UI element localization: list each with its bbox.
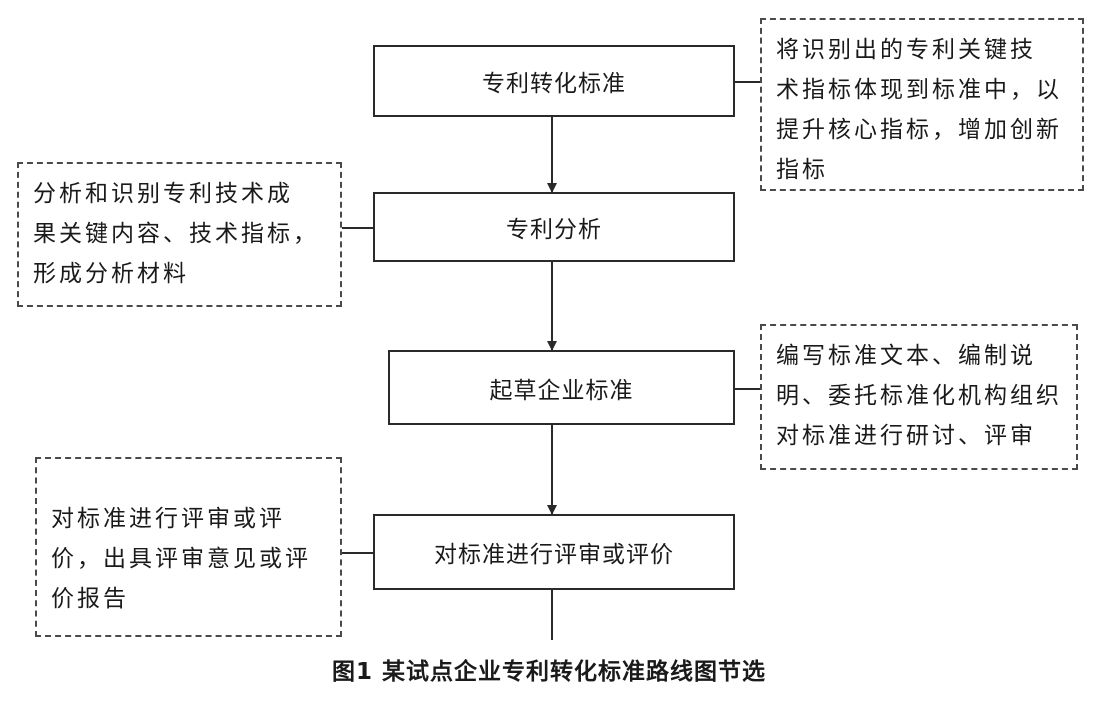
note-patent-to-standard: 将识别出的专利关键技 术指标体现到标准中，以 提升核心指标，增加创新 指标 <box>760 18 1084 191</box>
step-patent-to-standard: 专利转化标准 <box>373 45 735 117</box>
note-line: 分析和识别专利技术成 <box>33 181 293 207</box>
note-draft-standard: 编写标准文本、编制说 明、委托标准化机构组织 对标准进行研讨、评审 <box>760 324 1078 470</box>
step-draft-enterprise-standard: 起草企业标准 <box>388 350 735 425</box>
note-line: 形成分析材料 <box>33 261 189 287</box>
note-line: 指标 <box>776 157 828 183</box>
note-line: 价报告 <box>51 586 129 612</box>
note-patent-analysis: 分析和识别专利技术成 果关键内容、技术指标， 形成分析材料 <box>17 162 342 307</box>
figure-caption: 图1 某试点企业专利转化标准路线图节选 <box>331 659 766 685</box>
note-line: 价，出具评审意见或评 <box>51 546 311 572</box>
note-line: 提升核心指标，增加创新 <box>776 117 1062 143</box>
note-review: 对标准进行评审或评 价，出具评审意见或评 价报告 <box>35 457 342 637</box>
step-review-or-evaluate: 对标准进行评审或评价 <box>373 514 735 590</box>
note-line: 将识别出的专利关键技 <box>776 37 1036 63</box>
note-line: 编写标准文本、编制说 <box>776 343 1036 369</box>
step-patent-analysis: 专利分析 <box>373 192 735 262</box>
note-line: 对标准进行研讨、评审 <box>776 423 1036 449</box>
note-line: 明、委托标准化机构组织 <box>776 383 1062 409</box>
note-line: 术指标体现到标准中，以 <box>776 77 1062 103</box>
note-line: 对标准进行评审或评 <box>51 506 285 532</box>
note-line: 果关键内容、技术指标， <box>33 221 319 247</box>
